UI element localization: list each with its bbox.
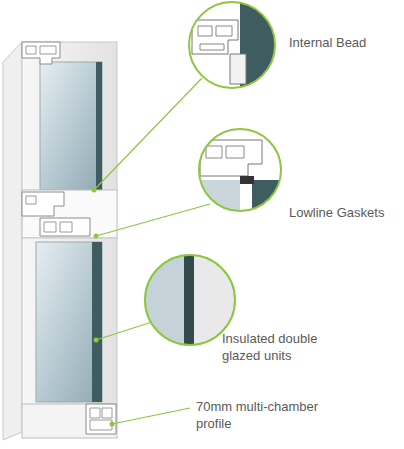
magnifier-ring: [199, 129, 281, 211]
leader-line: [96, 204, 210, 236]
magnified-gasket: [200, 140, 292, 220]
leader-line: [94, 78, 202, 190]
leader-line: [112, 408, 190, 424]
glass-edge: [92, 242, 102, 402]
magnifier-ring: [189, 2, 275, 88]
callout-label: 70mm multi-chamber profile: [196, 398, 331, 432]
profile-chambers: [26, 46, 56, 54]
magnified-bead: [192, 0, 280, 100]
glass-edge: [96, 62, 102, 190]
leader-dot: [92, 188, 97, 193]
leader-dot: [110, 422, 115, 427]
callout-label: Lowline Gaskets: [289, 204, 399, 221]
meeting-rail: [22, 190, 117, 238]
bottom-frame: [22, 404, 117, 438]
bottom-profile: [86, 404, 116, 434]
callout-label: Internal Bead: [289, 34, 399, 51]
callout-label: Insulated double glazed units: [222, 330, 342, 364]
upper-glass: [40, 62, 102, 190]
top-profile: [22, 42, 60, 64]
leader-dot: [94, 234, 99, 239]
leader-line: [96, 322, 152, 340]
leader-dot: [94, 338, 99, 343]
lower-sash: [22, 238, 117, 408]
lower-glass: [36, 242, 102, 402]
profile-chambers: [90, 408, 112, 430]
magnifier-ring: [145, 255, 235, 345]
rail-profile: [22, 192, 90, 236]
profile-chambers: [26, 196, 72, 232]
frame-side: [3, 42, 22, 440]
upper-sash: [22, 42, 117, 192]
